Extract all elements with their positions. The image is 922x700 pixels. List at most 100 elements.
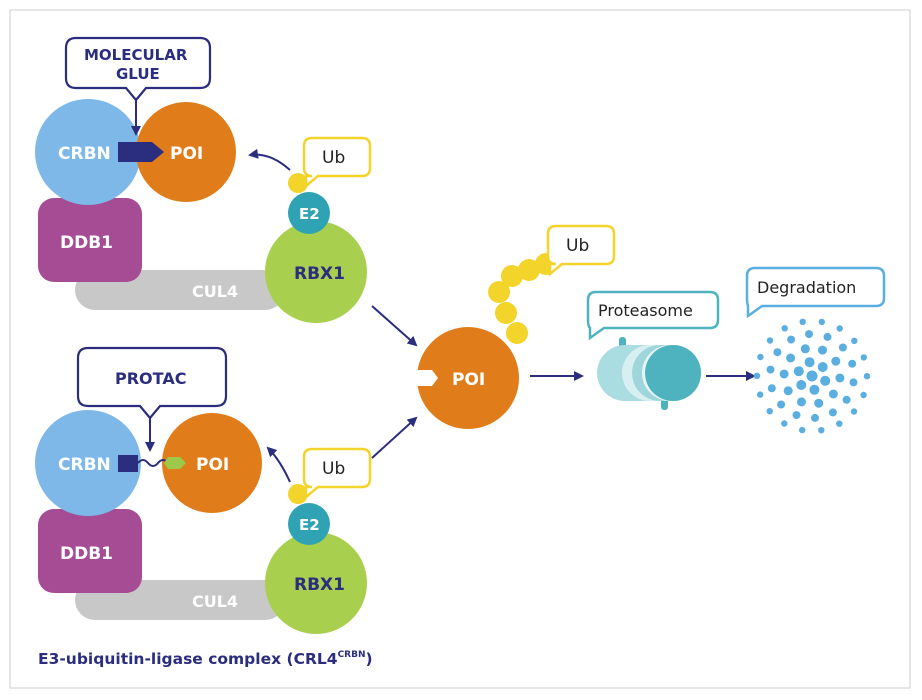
poi-label: POI [170, 144, 203, 164]
fragment-dot [809, 384, 820, 395]
fragment-dot [835, 373, 845, 383]
figure-caption: E3-ubiquitin-ligase complex (CRL4CRBN) [38, 650, 373, 668]
callout-line1: MOLECULAR [84, 46, 188, 64]
protac-label: PROTAC [115, 369, 186, 388]
center-poi-circle [417, 327, 519, 429]
caption-superscript: CRBN [338, 650, 366, 660]
proteasome: Proteasome [586, 290, 720, 410]
polyub-bead [488, 281, 510, 303]
fragment-dot [811, 413, 819, 422]
fragment-dot [850, 408, 858, 415]
fragment-dot [805, 330, 813, 339]
ub-callout-2: Ub [302, 447, 372, 500]
fragment-dot [860, 391, 867, 399]
fragment-dot [818, 427, 825, 434]
fragment-dot [767, 384, 776, 393]
ub-transfer-arrow-2 [266, 446, 291, 483]
fragment-dot [806, 370, 818, 382]
crbn-label-2: CRBN [58, 455, 111, 475]
fragment-dot [828, 389, 838, 399]
fragment-dot [818, 318, 825, 326]
arrow-top-to-poi [371, 305, 418, 347]
fragment-dot [799, 426, 806, 434]
degradation-fragments [753, 318, 871, 434]
center-poi-label: POI [452, 370, 485, 390]
fragment-dot [851, 337, 858, 344]
ub-transfer-arrow [248, 148, 291, 171]
fragment-dot [863, 373, 871, 380]
fragment-dot [787, 335, 796, 344]
fragment-dot [799, 318, 806, 325]
protac-linker [137, 459, 169, 467]
fragment-dot [828, 408, 837, 417]
fragment-dot [777, 400, 786, 409]
degradation-callout: Degradation [745, 266, 886, 319]
poi-label-2: POI [196, 455, 229, 475]
proteasome-label: Proteasome [598, 301, 693, 320]
fragment-dot [818, 345, 827, 355]
fragment-dot [860, 354, 867, 361]
e2-label-2: E2 [299, 516, 320, 534]
cul4-label-2: CUL4 [192, 592, 238, 611]
fragment-dot [804, 357, 815, 368]
rbx1-circle [265, 221, 367, 323]
fragment-dot [786, 353, 796, 363]
figure-frame [9, 9, 911, 689]
fragment-dot [797, 397, 806, 407]
crbn-label: CRBN [58, 144, 111, 164]
center-poi-notch [416, 370, 438, 386]
arrow-bottom-to-poi [371, 416, 418, 459]
polyub-bead [495, 302, 517, 324]
fragment-dot [838, 343, 847, 352]
fragment-dot [796, 380, 807, 390]
fragment-dot [757, 353, 764, 361]
rbx1-label-2: RBX1 [294, 575, 345, 595]
bottom-complex: CUL4 DDB1 RBX1 E2 CRBN POI PROTAC Ub [35, 346, 372, 634]
ddb1-label-2: DDB1 [60, 544, 113, 564]
polyub-bead [506, 322, 528, 344]
fragment-dot [823, 332, 832, 341]
caption-close: ) [366, 650, 373, 668]
callout-line2: GLUE [116, 65, 160, 83]
fragment-dot [831, 356, 841, 366]
fragment-dot [836, 325, 843, 332]
ddb1-block [38, 198, 142, 282]
e2-circle [288, 192, 330, 234]
proteasome-face [645, 345, 701, 401]
ddb1-block-2 [38, 509, 142, 593]
rbx1-label: RBX1 [294, 264, 345, 284]
cul4-label: CUL4 [192, 282, 238, 301]
ub-label: Ub [322, 148, 345, 168]
fragment-dot [793, 366, 804, 377]
crbn-circle-2 [35, 410, 141, 516]
ub-label-2: Ub [322, 459, 345, 479]
rbx1-circle-2 [265, 532, 367, 634]
polyub-bead [518, 259, 540, 281]
e2-circle-2 [288, 503, 330, 545]
fragment-dot [817, 362, 828, 372]
poi-circle-2 [162, 413, 262, 513]
fragment-dot [781, 420, 788, 427]
fragment-dot [842, 395, 851, 404]
ubiquitinated-poi: POI Ub [416, 224, 616, 429]
fragment-dot [783, 386, 793, 396]
fragment-dot [781, 325, 788, 332]
protac-crbn-binder [118, 455, 138, 472]
fragment-dot [766, 337, 774, 344]
molecular-glue-callout: MOLECULAR GLUE [64, 36, 212, 102]
fragment-dot [836, 420, 843, 427]
fragment-dot [820, 375, 831, 386]
molecular-glue-shape [118, 142, 164, 162]
protac-callout: PROTAC [76, 346, 228, 420]
ub-callout: Ub [302, 136, 372, 189]
fragment-dot [792, 411, 801, 420]
ub-bead [288, 173, 308, 193]
fragment-dot [757, 391, 764, 398]
fragment-dot [814, 398, 824, 408]
poi-circle [136, 102, 236, 202]
fragment-dot [779, 369, 789, 379]
fragment-dot [773, 348, 782, 357]
fragment-dot [849, 378, 858, 387]
